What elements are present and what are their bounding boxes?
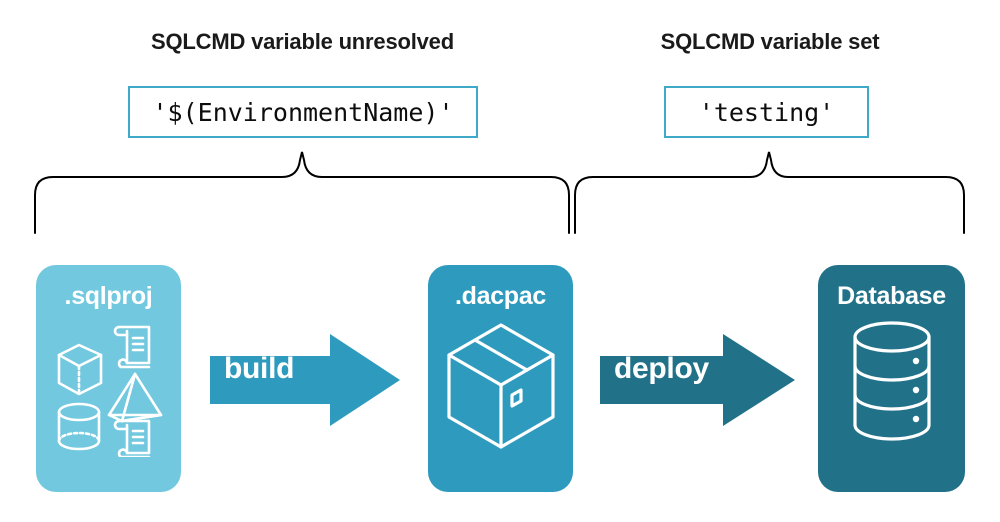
cylinder-icon [57,402,100,451]
artifact-label-database: Database [837,282,946,310]
arrow-label-build: build [224,352,295,385]
brace-right [574,151,965,234]
heading-sqlcmd-variable-unresolved: SQLCMD variable unresolved [151,29,454,54]
scroll-icon [113,419,150,457]
artifact-box-dacpac: .dacpac [428,265,573,492]
arrow-deploy: deploy [600,334,795,431]
scroll-icon [113,325,150,369]
database-cylinder-icon [852,321,931,441]
artifact-label-dacpac: .dacpac [454,282,546,310]
code-value-unresolved: '$(EnvironmentName)' [128,86,478,138]
cube-icon [57,343,102,396]
brace-left [34,151,570,234]
arrow-deploy-shape [600,334,795,426]
pyramid-icon [107,372,162,423]
artifact-label-sqlproj: .sqlproj [64,282,153,310]
artifact-box-sqlproj: .sqlproj [36,265,181,492]
code-value-resolved: 'testing' [664,86,869,138]
artifact-art-database [818,317,965,447]
arrow-build-shape [210,334,400,426]
arrow-build: build [210,334,400,431]
artifact-box-database: Database [818,265,965,492]
package-box-icon [446,323,555,449]
heading-sqlcmd-variable-set: SQLCMD variable set [660,29,880,54]
artifact-art-dacpac [428,317,573,457]
arrow-label-deploy: deploy [614,352,709,385]
artifact-art-sqlproj [36,317,181,457]
